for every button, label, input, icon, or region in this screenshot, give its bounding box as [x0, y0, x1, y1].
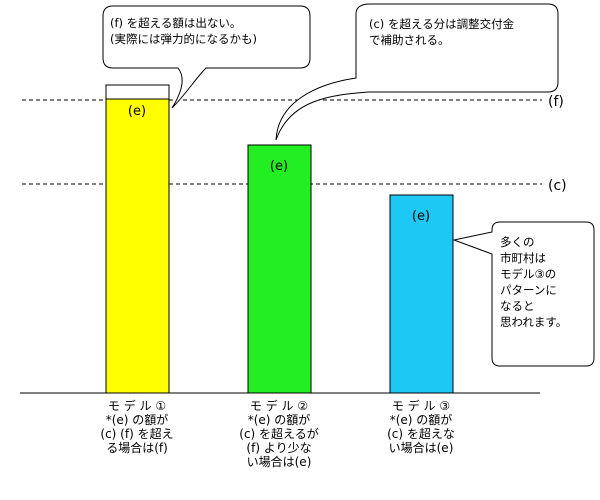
- callout-1-bubble: [102, 5, 311, 109]
- caption-model2-line5: い場合は(e): [247, 454, 312, 469]
- caption-model1-line2: *(e) の額が: [106, 412, 169, 427]
- caption-model3: モ デ ル ③ *(e) の額が (c) を超えな い場合は(e): [387, 398, 455, 455]
- callout-1-line2: (実際には弾力的になるかも): [110, 32, 257, 46]
- bar-label-model2: (e): [270, 159, 288, 174]
- callout-2-line2: で補助される。: [369, 33, 450, 47]
- caption-model3-line4: い場合は(e): [389, 440, 454, 455]
- callout-3-line3: モデル③の: [500, 267, 556, 281]
- bar-model1: [105, 98, 170, 394]
- caption-model2-line2: *(e) の額が: [248, 412, 311, 427]
- callout-1: (f) を超える額は出ない。 (実際には弾力的になるかも): [102, 5, 311, 109]
- callout-3-line4: パターンに: [500, 283, 557, 297]
- caption-model3-line1: モ デ ル ③: [392, 398, 450, 413]
- bar-label-model1: (e): [128, 104, 146, 119]
- callout-3-line5: なると: [500, 299, 535, 313]
- caption-model1-line4: る場合は(f): [106, 440, 168, 455]
- callout-3: 多くの 市町村は モデル③の パターンに なると 思われます。: [452, 221, 595, 367]
- bar-model3: [389, 194, 454, 394]
- caption-model1: モ デ ル ① *(e) の額が (c) (f) を超え る場合は(f): [100, 398, 173, 455]
- callout-1-line1: (f) を超える額は出ない。: [110, 16, 241, 30]
- bar-model2: [247, 144, 312, 394]
- caption-model3-line2: *(e) の額が: [390, 412, 453, 427]
- caption-model3-line3: (c) を超えな: [387, 426, 455, 441]
- line-label-c: (c): [548, 178, 567, 194]
- bar-label-model3: (e): [412, 209, 430, 224]
- caption-model2-line4: (f) より少な: [246, 441, 311, 455]
- caption-model1-line3: (c) (f) を超え: [100, 426, 173, 441]
- bar-model1-overflow: [105, 84, 170, 100]
- callout-3-line1: 多くの: [500, 235, 535, 249]
- caption-model2-line3: (c) を超えるが: [239, 426, 318, 441]
- callout-3-line6: 思われます。: [500, 315, 567, 329]
- callout-2-line1: (c) を超える分は調整交付金: [369, 17, 515, 31]
- caption-model2: モ デ ル ② *(e) の額が (c) を超えるが (f) より少な い場合は…: [239, 398, 318, 469]
- callout-2: (c) を超える分は調整交付金 で補助される。: [275, 3, 559, 141]
- caption-model2-line1: モ デ ル ②: [250, 398, 308, 413]
- callout-3-bubble: [452, 221, 595, 367]
- line-label-f: (f): [548, 94, 564, 110]
- callout-3-line2: 市町村は: [500, 251, 546, 265]
- callout-2-bubble: [275, 3, 559, 141]
- caption-model1-line1: モ デ ル ①: [108, 398, 166, 413]
